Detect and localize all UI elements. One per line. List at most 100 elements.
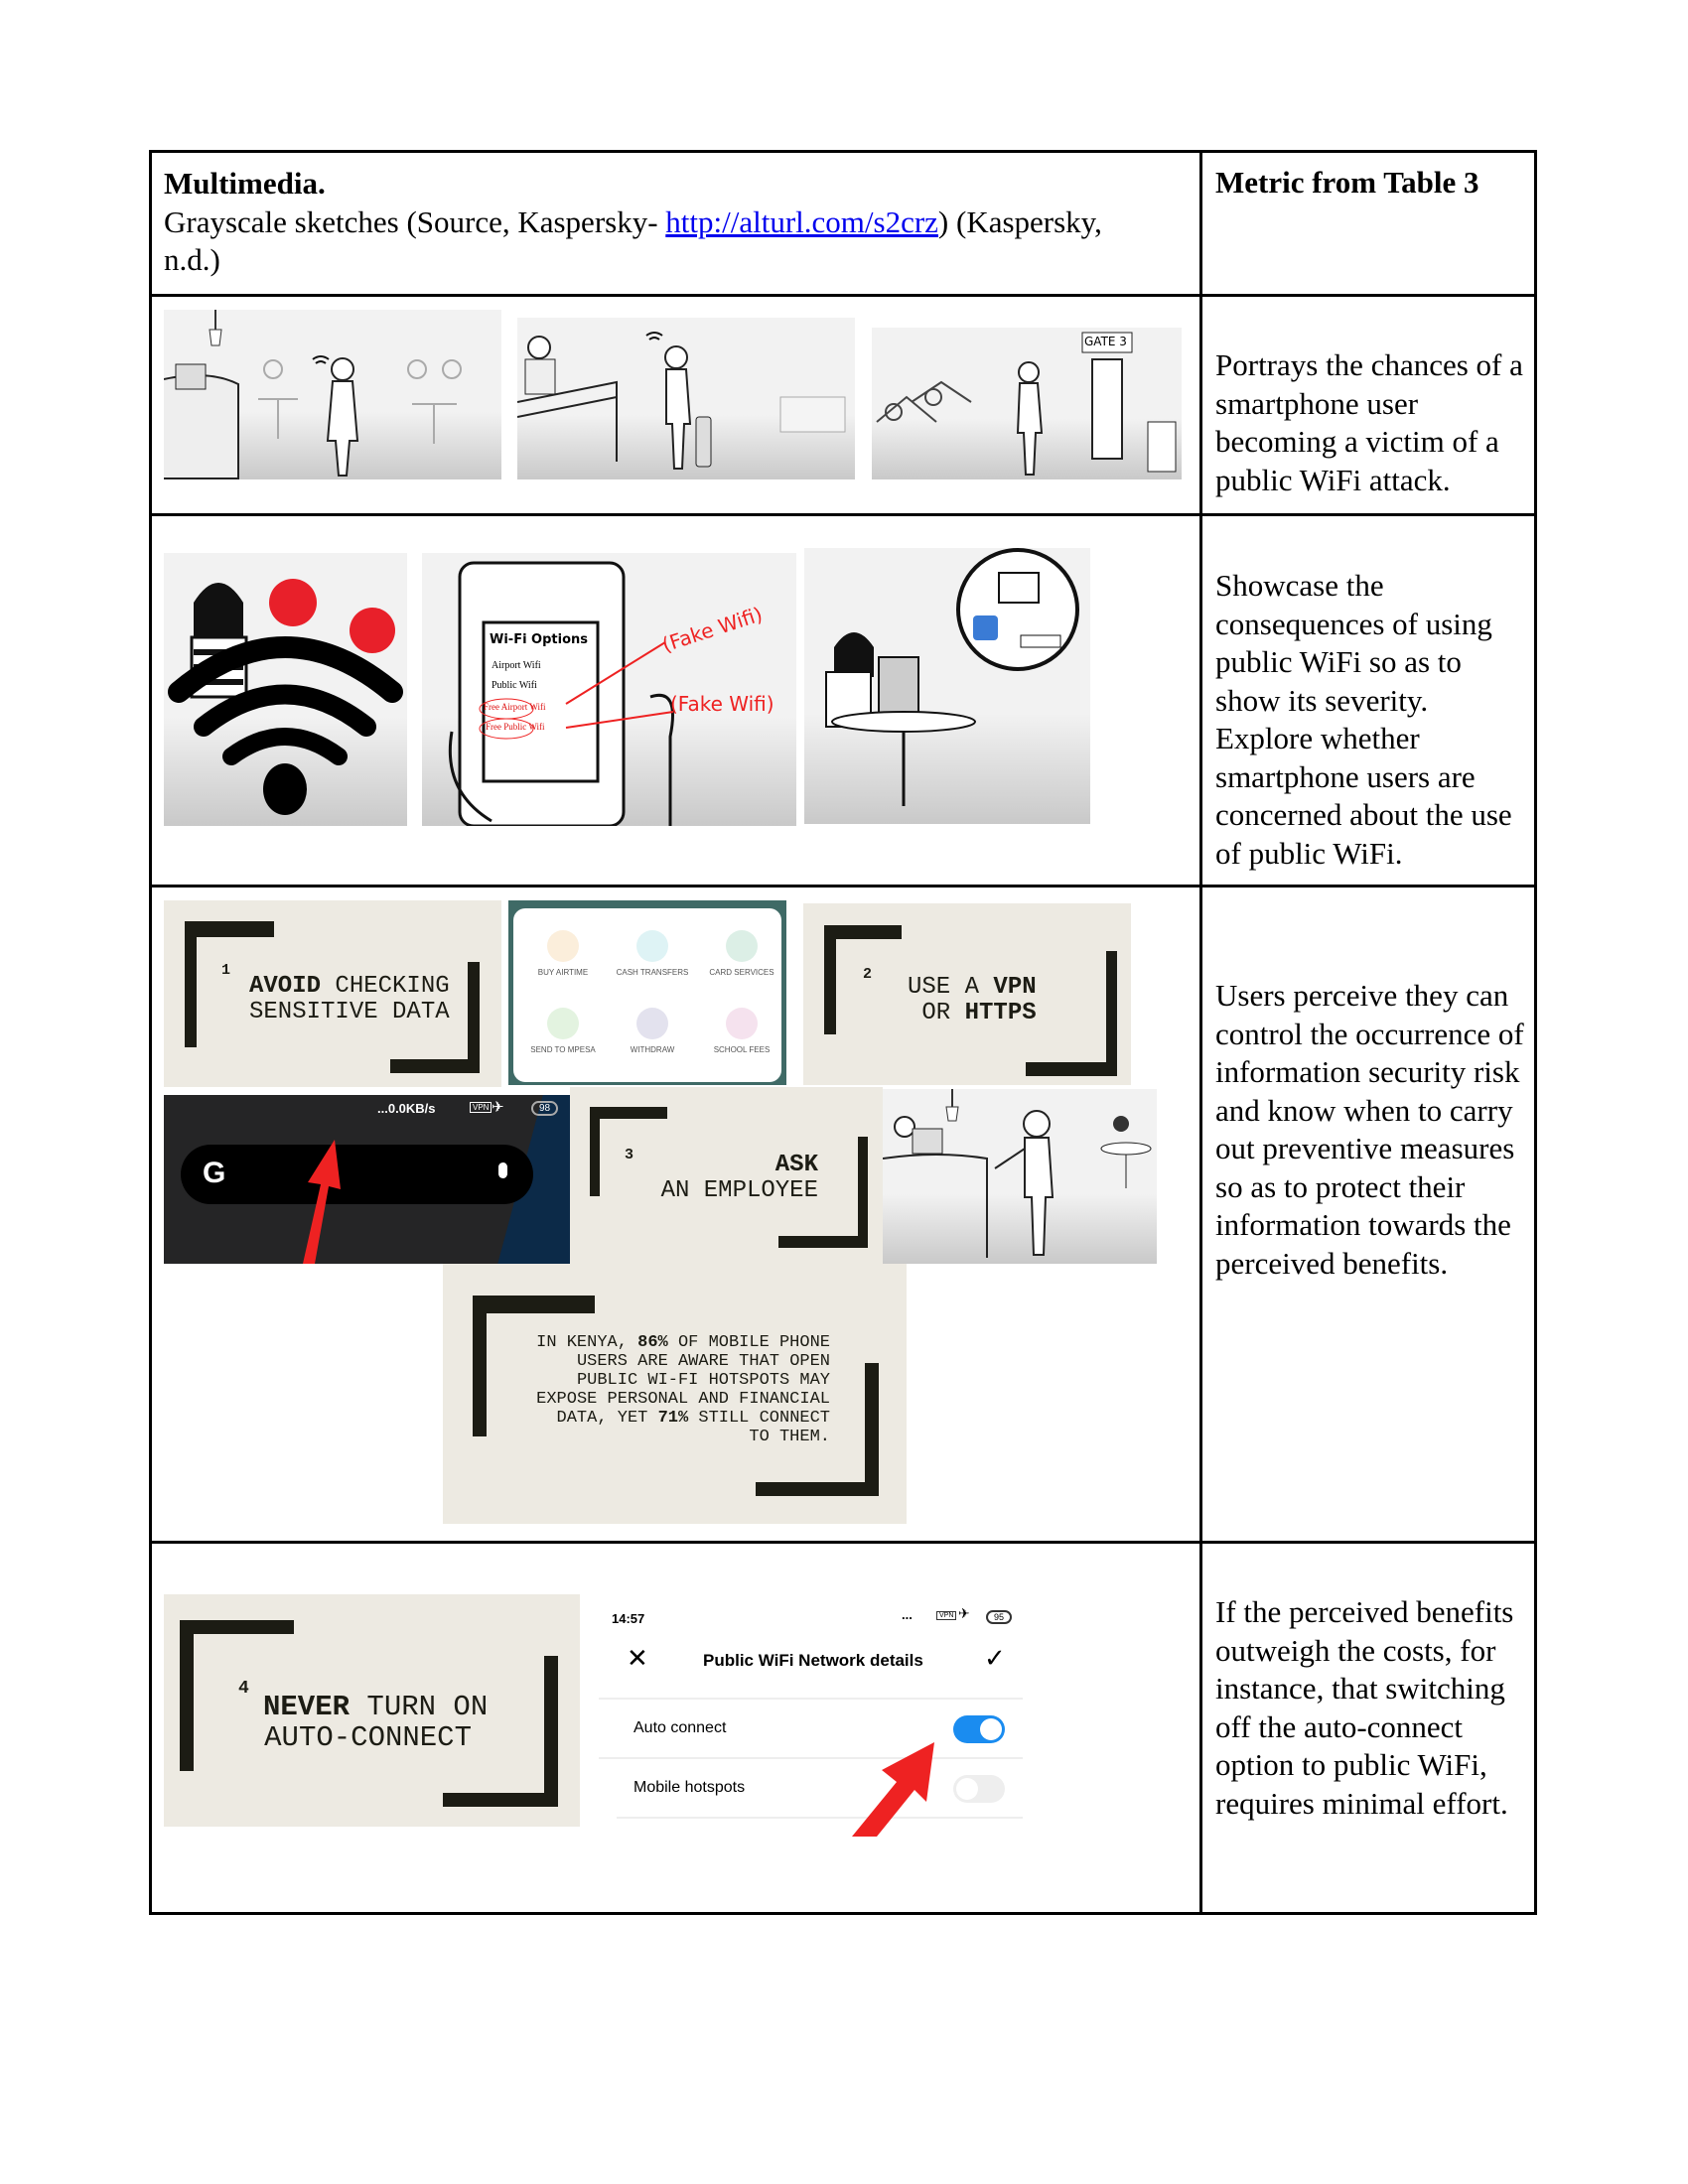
red-arrow-icon	[852, 1742, 934, 1837]
stats-text: TO THEM.	[749, 1428, 830, 1446]
battery-indicator: 95	[986, 1610, 1013, 1624]
phone-wifi-list-illustration	[448, 561, 674, 826]
hacker-laptop-illustration	[825, 548, 1079, 806]
app-withdraw[interactable]: WITHDRAW	[608, 1008, 697, 1054]
stats-text: USERS ARE AWARE THAT OPEN	[576, 1352, 830, 1371]
status-time: 14:57	[612, 1611, 645, 1626]
wifi-option-fake: Free Airport Wifi	[484, 702, 546, 712]
mobile-app-grid: BUY AIRTIME CASH TRANSFERS CARD SERVICES…	[508, 900, 786, 1085]
vpn-icon: VPN	[936, 1611, 957, 1620]
app-label: SCHOOL FEES	[713, 1045, 771, 1054]
slide-heading-text: OR	[921, 1000, 965, 1026]
description-text: ) (Kaspersky,	[937, 204, 1102, 239]
hotel-illustration	[517, 332, 846, 470]
stats-text: PUBLIC WI-FI HOTSPOTS MAY	[576, 1371, 830, 1390]
slide-heading-bold: ASK	[774, 1152, 818, 1178]
app-send-to-mpesa[interactable]: SEND TO MPESA	[518, 1008, 608, 1054]
coffee-counter-illustration	[883, 1089, 1152, 1258]
slide-heading-text: CHECKING	[321, 973, 450, 1000]
description-line2: n.d.)	[164, 242, 220, 277]
fake-wifi-label: (Fake Wifi)	[670, 692, 774, 716]
app-school-fees[interactable]: SCHOOL FEES	[697, 1008, 786, 1054]
app-label: WITHDRAW	[630, 1045, 675, 1054]
app-buy-airtime[interactable]: BUY AIRTIME	[518, 930, 608, 977]
app-label: CARD SERVICES	[709, 968, 774, 977]
slide-heading-text: USE A	[908, 974, 994, 1001]
slide-heading-bold: HTTPS	[964, 1000, 1037, 1026]
stats-text: IN KENYA,	[536, 1333, 638, 1352]
table-border-right	[1534, 150, 1537, 1915]
sketch-cafe	[164, 310, 501, 479]
sketch-hotel-lobby	[517, 318, 855, 479]
app-card-services[interactable]: CARD SERVICES	[697, 930, 786, 977]
setting-label: Auto connect	[633, 1719, 727, 1736]
setting-auto-connect: Auto connect	[599, 1700, 1023, 1757]
source-link[interactable]: http://alturl.com/s2crz	[665, 204, 938, 239]
red-arrow-icon	[303, 1140, 341, 1264]
close-icon[interactable]: ✕	[627, 1643, 648, 1673]
battery-indicator: 98	[531, 1101, 559, 1116]
metric-text-row1: Portrays the chances of a smartphone use…	[1215, 347, 1523, 497]
gate-sign: GATE 3	[1084, 335, 1127, 348]
slide-heading-bold: NEVER	[263, 1691, 351, 1723]
row-divider	[149, 294, 1536, 297]
setting-label: Mobile hotspots	[633, 1779, 746, 1796]
header-multimedia-cell: Multimedia. Grayscale sketches (Source, …	[164, 165, 1187, 280]
sketch-fake-wifi-phone: Wi-Fi Options Airport Wifi Public Wifi F…	[422, 553, 796, 826]
slide-number: 2	[863, 966, 873, 983]
sketch-airport-gate: GATE 3	[872, 328, 1182, 479]
mobile-hotspots-toggle[interactable]	[953, 1775, 1005, 1803]
slide-heading: USE A VPN OR HTTPS	[908, 975, 1037, 1026]
slide-number: 4	[238, 1679, 249, 1699]
app-label: SEND TO MPESA	[530, 1045, 596, 1054]
auto-connect-toggle[interactable]	[953, 1715, 1005, 1743]
header-title: Multimedia.	[164, 166, 326, 201]
table-border-top	[149, 150, 1536, 153]
row-divider	[149, 1541, 1536, 1544]
settings-title: Public WiFi Network details	[703, 1651, 923, 1670]
app-label: BUY AIRTIME	[537, 968, 589, 977]
column-divider	[1199, 150, 1202, 1915]
microphone-icon[interactable]	[498, 1162, 507, 1178]
wifi-settings-screenshot: 14:57 ... VPN ✈ 95 ✕ Public WiFi Network…	[599, 1593, 1023, 1837]
wifi-option-fake: Free Public Wifi	[486, 722, 545, 732]
cafe-illustration	[164, 310, 462, 479]
app-cash-transfers[interactable]: CASH TRANSFERS	[608, 930, 697, 977]
row-divider	[149, 885, 1536, 887]
airplane-icon: ✈	[492, 1099, 504, 1116]
google-search-bar[interactable]: G	[181, 1145, 533, 1204]
vpn-icon: VPN	[470, 1102, 492, 1113]
wifi-options-title: Wi-Fi Options	[490, 632, 589, 647]
sketch-hacker-wifi	[164, 553, 407, 826]
sketch-coffee-counter	[883, 1089, 1157, 1264]
slide-heading-text: TURN ON	[350, 1691, 489, 1723]
table-border-left	[149, 150, 152, 1915]
wifi-option: Airport Wifi	[492, 660, 541, 671]
stats-text: STILL CONNECT	[688, 1409, 830, 1428]
network-speed: ...0.0KB/s	[377, 1101, 436, 1116]
slide-heading-text: AN EMPLOYEE	[660, 1177, 818, 1204]
metric-text-row3: Users perceive they can control the occu…	[1215, 978, 1524, 1281]
slide-heading-text: SENSITIVE DATA	[249, 999, 450, 1025]
status-dots: ...	[902, 1607, 913, 1622]
google-logo: G	[203, 1157, 226, 1189]
header-description: Grayscale sketches (Source, Kaspersky- h…	[164, 204, 1187, 242]
sketch-hacker-laptop	[804, 548, 1090, 824]
stats-text: EXPOSE PERSONAL AND FINANCIAL	[536, 1390, 830, 1409]
confirm-check-icon[interactable]: ✓	[984, 1643, 1006, 1673]
slide-heading-bold: VPN	[993, 974, 1037, 1001]
metric-text-row4: If the perceived benefits outweigh the c…	[1215, 1594, 1514, 1821]
stats-text: OF MOBILE PHONE	[667, 1333, 830, 1352]
metric-text-row2: Showcase the consequences of using publi…	[1215, 568, 1512, 871]
stats-percentage: 71%	[657, 1409, 689, 1428]
slide-heading-text: AUTO-CONNECT	[264, 1721, 472, 1754]
phone-status-screenshot: ...0.0KB/s VPN ✈ 98 G	[164, 1095, 570, 1264]
